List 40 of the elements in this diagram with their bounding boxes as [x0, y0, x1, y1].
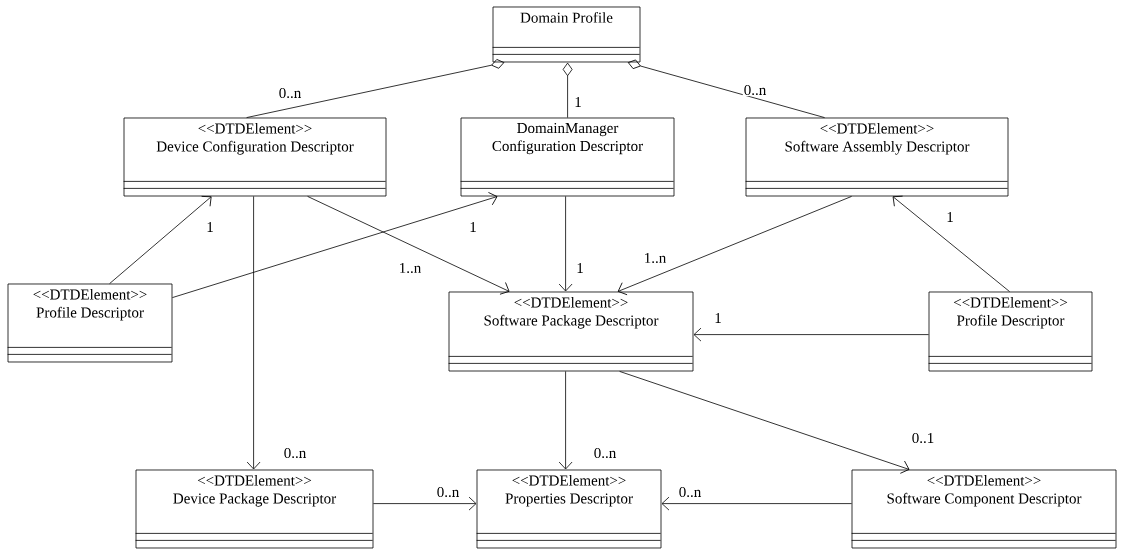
aggregation-line	[562, 62, 573, 118]
multiplicity-label: 0..n	[277, 86, 303, 100]
arrow	[373, 496, 477, 511]
arrow	[558, 371, 573, 470]
multiplicity-label: 0..n	[592, 446, 618, 460]
multiplicity-label: 1..n	[642, 251, 668, 265]
class-box: <<DTDElement>> Software Component Descriptor	[851, 469, 1117, 549]
class-box: <<DTDElement>> Device Package Descriptor	[135, 469, 374, 549]
arrow	[619, 371, 910, 474]
multiplicity-label: 1..n	[397, 261, 423, 275]
aggregation-line	[627, 59, 825, 118]
multiplicity-label: 0..n	[282, 446, 308, 460]
arrow	[617, 196, 852, 296]
class-box: <<DTDElement>> Software Package Descriptor	[448, 291, 694, 372]
multiplicity-label: 1	[573, 96, 583, 108]
multiplicity-label: 1	[205, 221, 215, 233]
arrow	[172, 192, 498, 298]
class-box: Domain Profile	[492, 6, 641, 63]
multiplicity-label: 1	[945, 211, 955, 223]
arrow	[109, 196, 212, 284]
arrow	[558, 196, 573, 292]
arrow	[307, 196, 510, 295]
class-box: <<DTDElement>> Profile Descriptor	[928, 291, 1093, 372]
class-box: <<DTDElement>> Software Assembly Descriptor	[745, 117, 1009, 197]
arrow	[892, 195, 1010, 292]
multiplicity-label: 0..n	[435, 485, 461, 499]
class-box: <<DTDElement>> Properties Descriptor	[476, 469, 662, 549]
multiplicity-label: 1	[468, 221, 478, 233]
arrow	[693, 327, 929, 342]
arrow	[661, 496, 852, 511]
multiplicity-label: 1	[575, 262, 585, 274]
class-box: <<DTDElement>> Profile Descriptor	[7, 283, 173, 363]
class-box: <<DTDElement>> Device Configuration Descriptor	[123, 117, 387, 197]
multiplicity-label: 0..n	[742, 83, 768, 97]
arrow	[246, 196, 261, 470]
multiplicity-label: 0..n	[677, 485, 703, 499]
multiplicity-label: 1	[713, 312, 723, 324]
aggregation-line	[246, 59, 505, 118]
class-box: DomainManager Configuration Descriptor	[460, 117, 675, 197]
multiplicity-label: 0..1	[910, 431, 936, 445]
